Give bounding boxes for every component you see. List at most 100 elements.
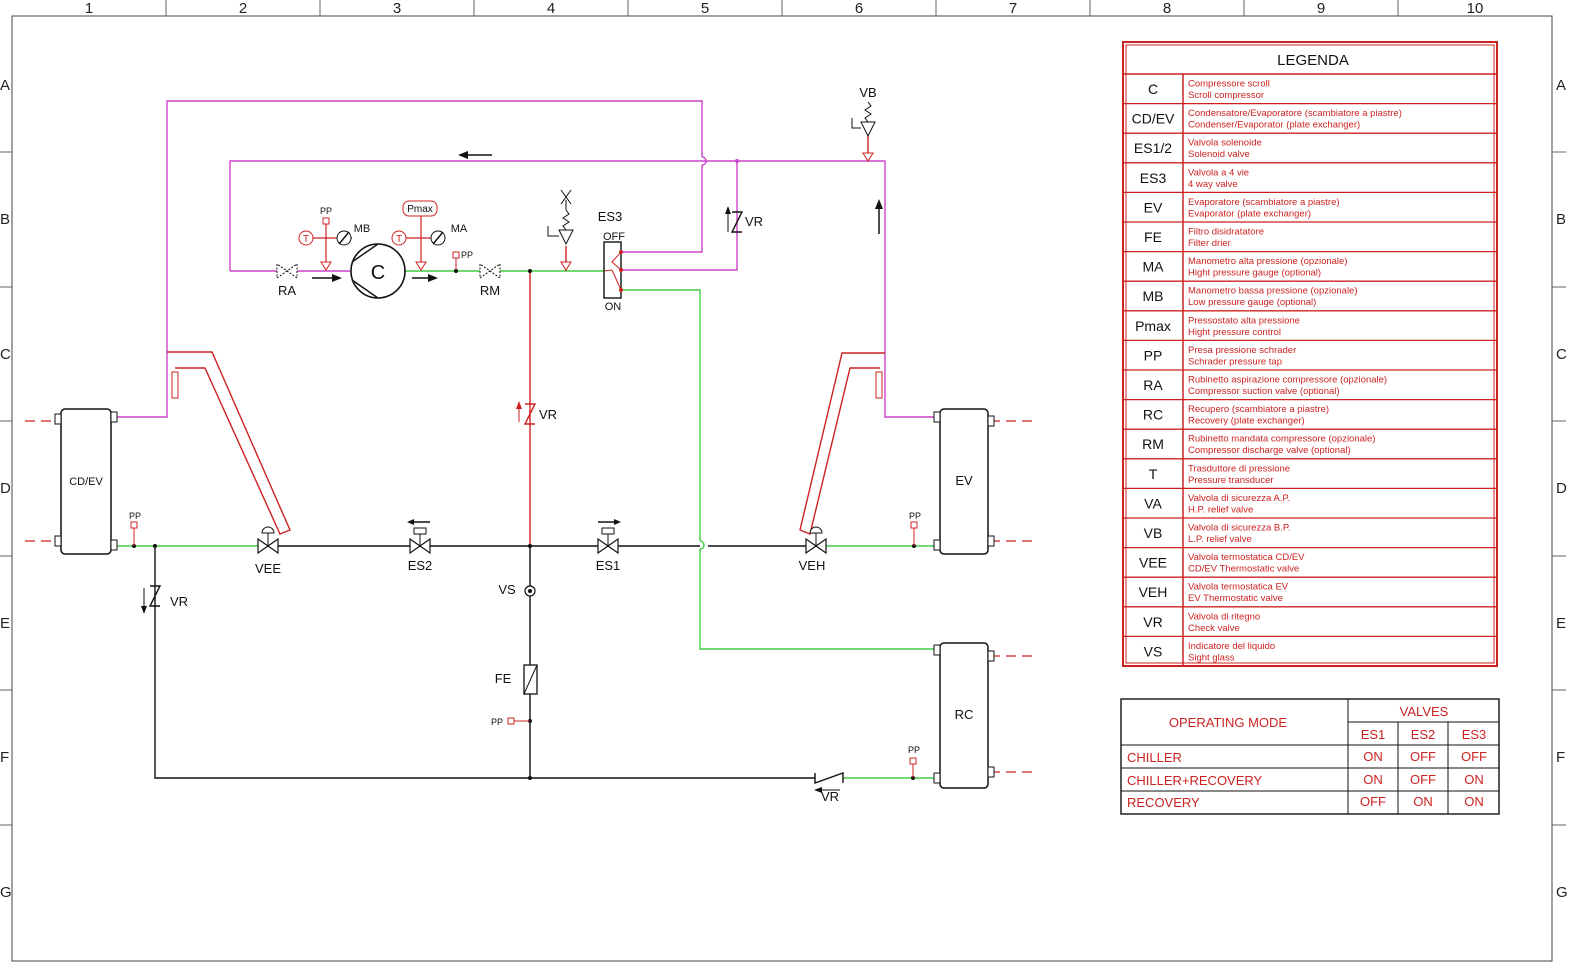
fe-label: FE	[495, 671, 512, 686]
row-label-c-right: C	[1556, 346, 1567, 363]
legend-desc-en: Check valve	[1188, 623, 1240, 634]
legend-desc-it: Compressore scroll	[1188, 79, 1270, 90]
legend-code: MA	[1143, 259, 1165, 275]
valve-es1[interactable]: ES1	[596, 519, 621, 573]
col-label-4: 4	[547, 0, 555, 17]
legend-row: CD/EV Condensatore/Evaporatore (scambiato…	[1123, 102, 1497, 131]
legend-desc-it: Valvola termostatica EV	[1188, 582, 1289, 593]
legend-desc-en: Condenser/Evaporator (plate exchanger)	[1188, 120, 1360, 131]
col-label-6: 6	[855, 0, 863, 17]
legend-code: MB	[1143, 288, 1164, 304]
legend-desc-en: Compressor suction valve (optional)	[1188, 386, 1340, 397]
legend-code: VR	[1143, 614, 1162, 630]
row-label-f-right: F	[1556, 749, 1565, 766]
legend-desc-en: Sight glass	[1188, 652, 1235, 663]
valve-es3[interactable]: ES3 OFF ON	[598, 209, 626, 313]
row-label-f: F	[0, 749, 9, 766]
t-label-discharge: T	[396, 234, 402, 245]
legend-code: RA	[1143, 377, 1163, 393]
vr-label-top: VR	[745, 214, 763, 229]
legend-desc-en: Hight pressure control	[1188, 327, 1281, 338]
legend-desc-en: Solenoid valve	[1188, 149, 1250, 160]
valve-vr-bottom[interactable]: VR	[814, 772, 844, 804]
legend-desc-en: Schrader pressure tap	[1188, 356, 1282, 367]
valve-rm[interactable]: RM	[479, 263, 501, 298]
flow-arrow-up	[875, 199, 883, 234]
pp-tap-liquid: PP	[491, 717, 530, 727]
legend-code: CD/EV	[1132, 111, 1175, 127]
state-chiller-recovery-es1: ON	[1363, 772, 1383, 787]
state-chiller-recovery-es2: OFF	[1410, 772, 1436, 787]
pp-tap-ev: PP	[909, 511, 921, 546]
legend-desc-en: Pressure transducer	[1188, 475, 1274, 486]
valve-veh[interactable]: VEH	[799, 371, 883, 573]
pipe-external	[25, 420, 1035, 773]
valve-vb[interactable]: VB	[851, 85, 877, 162]
legend-code: VB	[1144, 525, 1163, 541]
legend-desc-it: Rubinetto aspirazione compressore (opzio…	[1188, 375, 1387, 386]
legend-desc-it: Manometro bassa pressione (opzionale)	[1188, 286, 1358, 297]
sight-glass-vs[interactable]: VS	[498, 582, 536, 597]
legend-desc-it: Rubinetto mandata compressore (opzionale…	[1188, 434, 1375, 445]
valve-vee[interactable]: VEE	[171, 371, 281, 576]
legend-desc-en: 4 way valve	[1188, 179, 1238, 190]
legend-code: VEE	[1139, 555, 1167, 571]
valve-vr-mid[interactable]: VR	[516, 401, 557, 425]
legend-code: FE	[1144, 229, 1162, 245]
legend-desc-en: Scroll compressor	[1188, 90, 1264, 101]
legend-desc-en: H.P. relief valve	[1188, 504, 1253, 515]
legend-code: Pmax	[1135, 318, 1171, 334]
vr-label-left: VR	[170, 594, 188, 609]
exchanger-rc[interactable]: RC	[933, 642, 995, 789]
legend-desc-it: Condensatore/Evaporatore (scambiatore a …	[1188, 108, 1402, 119]
legend-code: VA	[1144, 495, 1162, 511]
flow-arrow-compressor-in	[312, 274, 342, 282]
pp-label-cdev: PP	[129, 511, 141, 521]
flow-arrow-compressor-out	[412, 274, 438, 282]
exchanger-cdev[interactable]: CD/EV	[54, 408, 118, 555]
ma-label: MA	[451, 223, 468, 235]
pp-label-suction: PP	[320, 206, 332, 216]
exchanger-ev[interactable]: EV	[933, 408, 995, 555]
compressor[interactable]: C	[350, 243, 406, 299]
legend-desc-en: Hight pressure gauge (optional)	[1188, 268, 1321, 279]
pp-label-rc: PP	[908, 745, 920, 755]
col-label-2: 2	[239, 0, 247, 17]
legend-row: RM Rubinetto mandata compressore (opziona…	[1123, 428, 1497, 456]
instrument-discharge: Pmax T MA PP	[391, 200, 532, 273]
pp-label-liquid: PP	[491, 717, 503, 727]
row-label-c: C	[0, 346, 11, 363]
valve-ra[interactable]: RA	[276, 263, 298, 298]
row-label-e: E	[0, 615, 10, 632]
filter-drier-fe[interactable]: FE	[495, 664, 538, 695]
pmax-label-diagram: Pmax	[407, 204, 433, 215]
mode-row-chiller-recovery: CHILLER+RECOVERY	[1127, 773, 1263, 788]
legend-code: RM	[1142, 436, 1164, 452]
row-label-b-right: B	[1556, 211, 1566, 228]
valve-es2[interactable]: ES2	[407, 519, 432, 573]
legend-code: PP	[1144, 347, 1163, 363]
legend-code: ES3	[1140, 170, 1167, 186]
es2-label: ES2	[408, 558, 433, 573]
valve-col-es3: ES3	[1462, 727, 1487, 742]
mode-row-chiller: CHILLER	[1127, 750, 1182, 765]
row-label-d: D	[0, 480, 11, 497]
valve-va[interactable]	[547, 189, 574, 271]
valve-vr-top[interactable]: VR	[725, 206, 763, 233]
col-label-9: 9	[1317, 0, 1325, 17]
es3-on-label: ON	[605, 301, 622, 313]
state-recovery-es1: OFF	[1360, 794, 1386, 809]
legend-desc-en: Compressor discharge valve (optional)	[1188, 445, 1351, 456]
legend-code: VS	[1144, 643, 1163, 659]
legend-code: ES1/2	[1134, 140, 1172, 156]
legend-desc-it: Valvola solenoide	[1188, 138, 1262, 149]
valve-vr-left[interactable]: VR	[141, 585, 188, 614]
legend-desc-en: L.P. relief valve	[1188, 534, 1252, 545]
